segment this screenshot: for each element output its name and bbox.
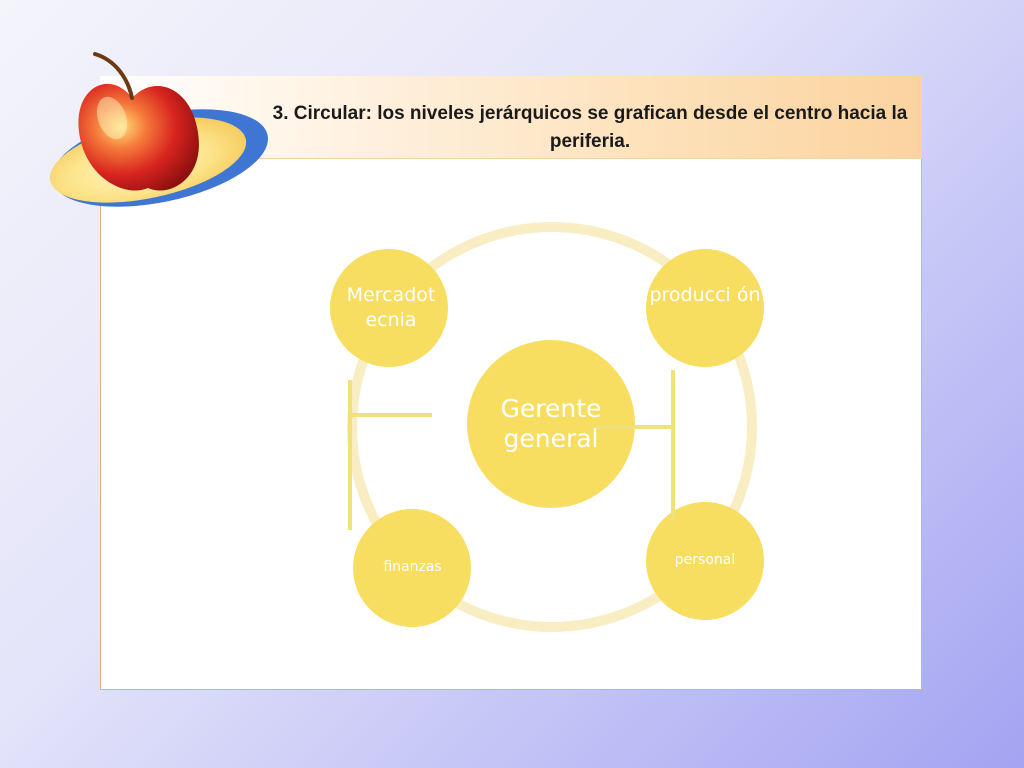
label-personal: personal xyxy=(674,552,736,568)
node-top-right xyxy=(646,249,764,367)
label-produccion: producci ón xyxy=(649,284,761,306)
node-center xyxy=(467,340,635,508)
label-gerente-general: Gerente general xyxy=(500,394,602,453)
node-bottom-right xyxy=(646,502,764,620)
circular-org-diagram xyxy=(330,222,764,632)
slide-title: 3. Circular: los niveles jerárquicos se … xyxy=(272,103,908,152)
apple-icon xyxy=(49,52,268,207)
label-finanzas: finanzas xyxy=(383,559,442,575)
connector-right xyxy=(595,370,675,520)
label-mercadotecnia: Mercadot ecnia xyxy=(346,284,436,331)
node-bottom-left xyxy=(353,509,471,627)
connector-left xyxy=(348,380,432,530)
node-top-left xyxy=(330,249,448,367)
